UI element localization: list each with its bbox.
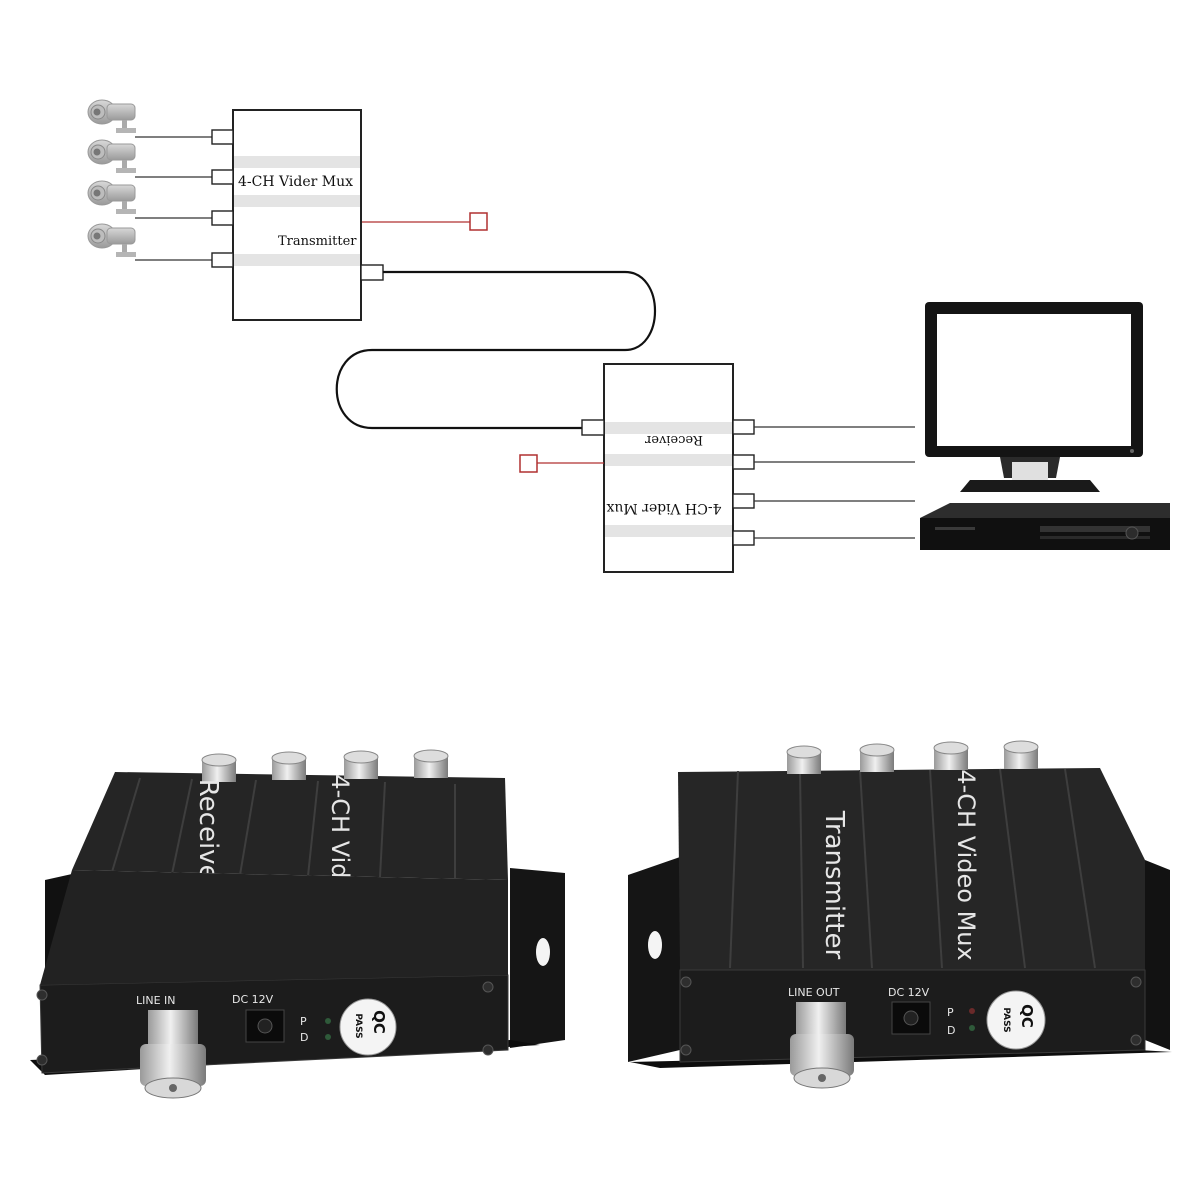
dvr-icon bbox=[920, 503, 1170, 550]
power-connector bbox=[519, 454, 604, 473]
input-port bbox=[211, 169, 234, 185]
input-port bbox=[581, 419, 605, 436]
transmitter-port-label: LINE OUT bbox=[788, 986, 840, 999]
camera-cable bbox=[135, 136, 212, 261]
transmitter-box-title: 4-CH Vider Mux bbox=[238, 174, 353, 190]
transmitter-name-label: Transmitter bbox=[819, 810, 849, 960]
data-led bbox=[325, 1034, 331, 1040]
output-port bbox=[732, 419, 755, 435]
monitor-icon bbox=[925, 302, 1143, 492]
transmitter-box: 4-CH Vider Mux Transmitter bbox=[211, 109, 384, 321]
camera-icon bbox=[87, 139, 137, 174]
output-port bbox=[732, 530, 755, 546]
receiver-led-p: P bbox=[300, 1015, 307, 1028]
camera-icon bbox=[87, 223, 137, 258]
power-led bbox=[325, 1018, 331, 1024]
output-port bbox=[732, 493, 755, 509]
transmitter-power-label: DC 12V bbox=[888, 986, 930, 999]
receiver-pass-label: PASS bbox=[353, 1013, 363, 1038]
bnc-connector bbox=[859, 743, 895, 772]
link-cable bbox=[335, 270, 656, 430]
output-port bbox=[732, 454, 755, 470]
receiver-box: Receiver 4-CH Vider Mux bbox=[581, 363, 755, 573]
output-port bbox=[360, 264, 384, 281]
qc-pass-sticker: QC PASS bbox=[339, 998, 397, 1056]
input-port bbox=[211, 252, 234, 268]
receiver-qc-label: QC bbox=[370, 1010, 388, 1034]
bnc-connector bbox=[201, 753, 237, 782]
transmitter-led-p: P bbox=[947, 1006, 954, 1019]
dc-power-jack bbox=[245, 1009, 285, 1043]
bnc-connector bbox=[786, 745, 822, 774]
data-led bbox=[969, 1025, 975, 1031]
transmitter-box-subtitle: Transmitter bbox=[278, 234, 357, 249]
bnc-connector bbox=[343, 750, 379, 779]
bnc-connector bbox=[413, 749, 449, 778]
camera-icon bbox=[87, 180, 137, 215]
receiver-box-title: 4-CH Vider Mux bbox=[606, 500, 721, 516]
line-in-bnc bbox=[140, 1010, 206, 1099]
line-out-bnc bbox=[790, 1002, 854, 1089]
bnc-connector bbox=[1003, 740, 1039, 769]
bnc-connector bbox=[271, 751, 307, 780]
receiver-box-subtitle: Receiver bbox=[644, 432, 703, 447]
output-cable bbox=[754, 426, 915, 539]
input-port bbox=[211, 129, 234, 145]
transmitter-unit: Transmitter 4-CH Video Mux LINE OUT DC 1… bbox=[628, 740, 1172, 1089]
transmitter-qc-label: QC bbox=[1018, 1004, 1036, 1028]
receiver-led-d: D bbox=[300, 1031, 308, 1044]
receiver-name-label: Receiver bbox=[193, 779, 223, 892]
transmitter-pass-label: PASS bbox=[1001, 1007, 1011, 1032]
receiver-port-label: LINE IN bbox=[136, 994, 176, 1007]
receiver-power-label: DC 12V bbox=[232, 993, 274, 1006]
receiver-unit: Receiver 4-CH Video Mux LINE IN DC 12V P… bbox=[30, 749, 565, 1099]
power-connector bbox=[362, 212, 488, 231]
input-port bbox=[211, 210, 234, 226]
transmitter-top-label: 4-CH Video Mux bbox=[952, 769, 980, 960]
camera-icon bbox=[87, 99, 137, 134]
connection-diagram: 4-CH Vider Mux Transmitter Receiver 4-CH… bbox=[87, 99, 1170, 573]
transmitter-led-d: D bbox=[947, 1024, 955, 1037]
dc-power-jack bbox=[891, 1001, 931, 1035]
bnc-connector bbox=[933, 741, 969, 770]
qc-pass-sticker: QC PASS bbox=[986, 990, 1046, 1050]
power-led bbox=[969, 1008, 975, 1014]
